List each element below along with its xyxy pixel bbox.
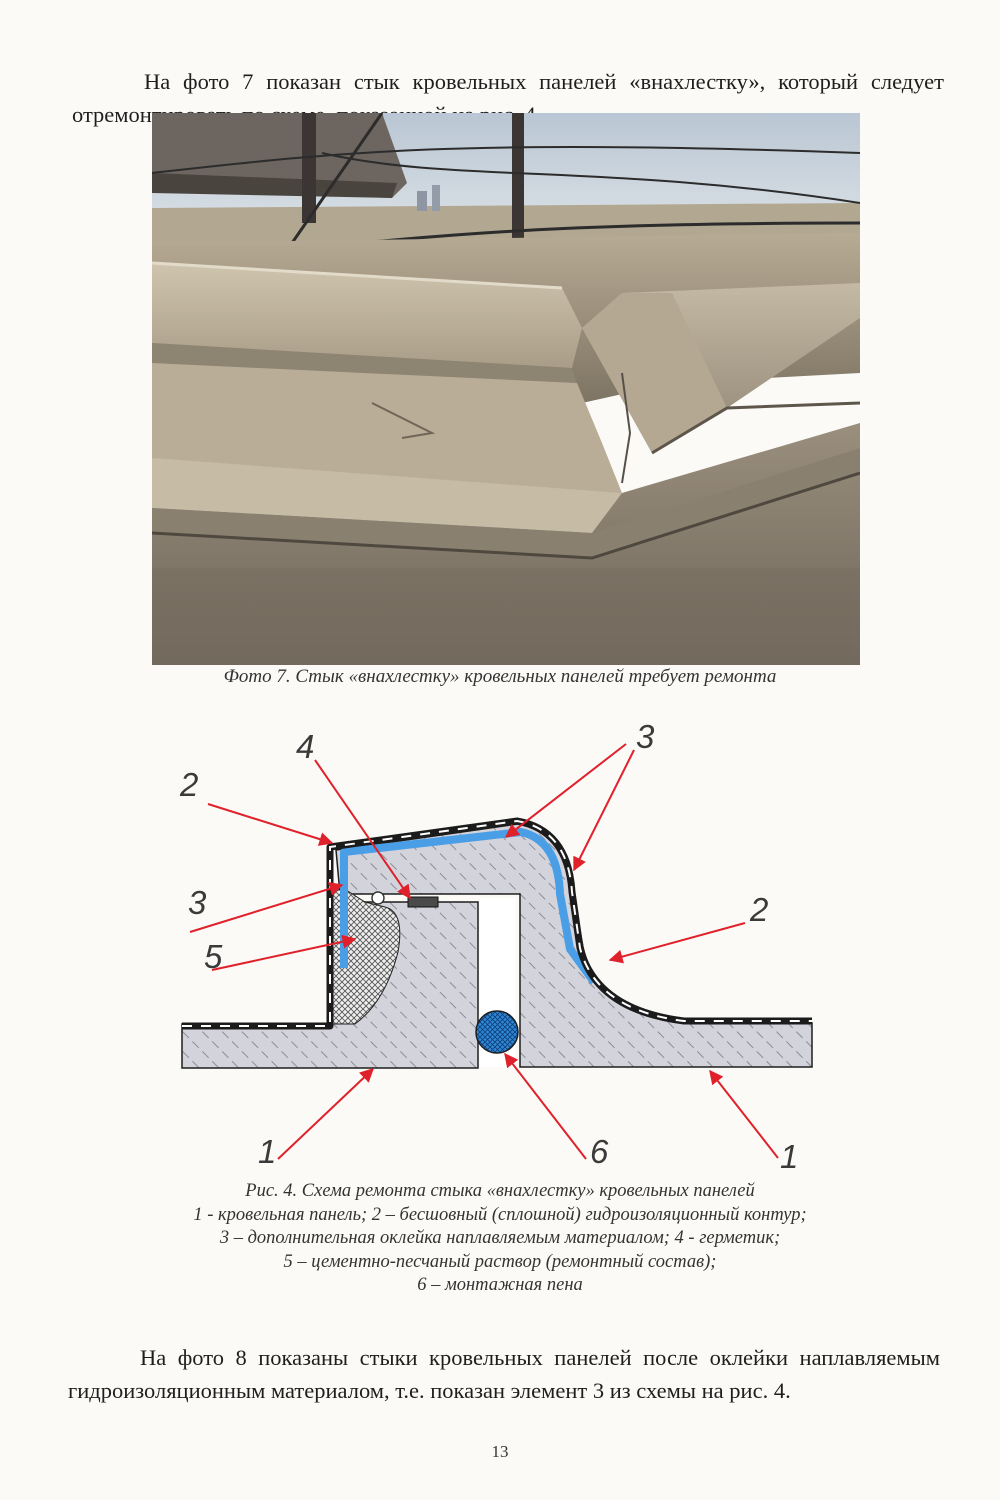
mounting-foam [475, 1010, 519, 1054]
figure-caption-title: Рис. 4. Схема ремонта стыка «внахлестку»… [245, 1181, 755, 1201]
additional-fused-layer [340, 828, 598, 985]
arrow-1-left [277, 1068, 375, 1160]
callout-6: 6 [590, 1133, 609, 1170]
callout-arrows [189, 743, 779, 1160]
roof-joint-photo [152, 113, 860, 665]
callout-2-right: 2 [750, 891, 769, 928]
page-number: 13 [491, 1442, 509, 1461]
figure-caption-line: 6 – монтажная пена [417, 1275, 583, 1295]
figure-caption-line: 3 – дополнительная оклейка наплавляемым … [219, 1228, 781, 1248]
cement-mortar [332, 889, 401, 1025]
roof-joint-photo-drawing [152, 113, 860, 665]
callout-1-right: 1 [780, 1138, 799, 1175]
arrow-5 [211, 934, 357, 971]
arrow-2-left [207, 803, 334, 846]
callout-4: 4 [296, 728, 315, 765]
sealant-bead [371, 891, 385, 905]
figure-caption-line: 1 - кровельная панель; 2 – бесшовный (сп… [193, 1204, 807, 1225]
membrane-dashes [182, 819, 812, 1027]
figure-caption-line: 5 – цементно-песчаный раствор (ремонтный… [283, 1251, 717, 1272]
arrow-3-left [189, 882, 344, 933]
sealant-strip [407, 896, 439, 908]
photo-caption: Фото 7. Стык «внахлестку» кровельных пан… [223, 666, 777, 687]
arrow-3-top-a [504, 743, 627, 838]
outro-text: На фото 8 показаны стыки кровельных пане… [68, 1344, 940, 1403]
callout-1-left: 1 [258, 1133, 277, 1170]
outro-paragraph: На фото 8 показаны стыки кровельных пане… [68, 1341, 940, 1407]
arrow-6 [504, 1052, 587, 1160]
arrow-2-right [608, 922, 746, 964]
arrow-1-right [709, 1069, 779, 1159]
callout-2-left: 2 [180, 766, 199, 803]
callout-5: 5 [204, 938, 223, 975]
arrow-3-top-b [573, 749, 635, 872]
figure-caption: Рис. 4. Схема ремонта стыка «внахлестку»… [0, 1180, 1000, 1298]
callout-3-left: 3 [188, 884, 207, 921]
callout-3-top: 3 [636, 718, 655, 755]
arrow-4 [314, 759, 411, 900]
joint-repair-diagram [181, 743, 813, 1160]
